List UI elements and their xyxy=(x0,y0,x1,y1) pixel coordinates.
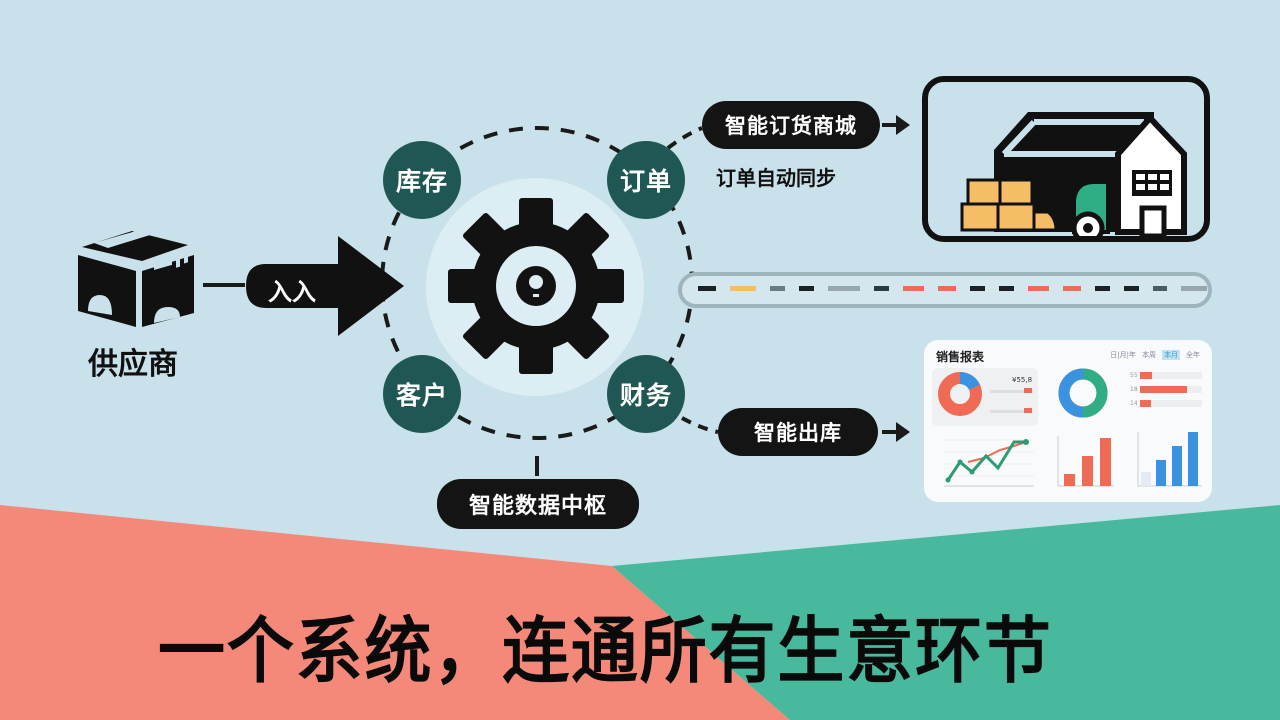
hub-node-customers[interactable]: 客户 xyxy=(383,355,461,433)
input-arrow-label: 入入 xyxy=(268,278,316,306)
data-stream-segment xyxy=(874,286,889,291)
donut-chart-2 xyxy=(1058,368,1108,418)
shop-box-icon xyxy=(78,231,194,327)
hbar-chart: 55 18 14 xyxy=(1130,372,1202,407)
mall-pill[interactable]: 智能订货商城 xyxy=(702,101,880,149)
supplier-block: 供应商 xyxy=(74,225,198,382)
hbar-label: 55 xyxy=(1130,372,1138,379)
dashboard-tab-active[interactable]: 本月 xyxy=(1162,350,1180,360)
data-hub-pill[interactable]: 智能数据中枢 xyxy=(437,479,639,529)
data-stream-segment xyxy=(1153,286,1167,291)
dashboard-tabs: 日|月|年 本周 本月 全年 xyxy=(1110,350,1200,360)
hub-node-orders[interactable]: 订单 xyxy=(607,141,685,219)
hub-node-inventory[interactable]: 库存 xyxy=(383,141,461,219)
line-chart xyxy=(944,439,1034,487)
dashboard-tab[interactable]: 全年 xyxy=(1186,351,1200,359)
mall-sub-label: 订单自动同步 xyxy=(716,166,836,190)
data-stream-segment xyxy=(828,286,860,291)
warehouse-delivery-icon xyxy=(960,112,1187,236)
hbar-label: 18 xyxy=(1130,386,1138,393)
gear-icon xyxy=(448,198,624,374)
data-stream-segment xyxy=(698,286,716,291)
data-stream-segment xyxy=(903,286,924,291)
data-stream-segments xyxy=(698,286,1207,291)
data-stream-segment xyxy=(999,286,1014,291)
kpi-badge xyxy=(1024,388,1032,393)
data-stream-segment xyxy=(1028,286,1049,291)
headline: 一个系统，连通所有生意环节 xyxy=(158,609,1053,693)
dashboard-tab[interactable]: 日|月|年 xyxy=(1110,351,1136,359)
outbound-pill[interactable]: 智能出库 xyxy=(718,408,878,456)
dashboard-card: 销售报表 日|月|年 本周 本月 全年 ¥55,8 55 18 14 xyxy=(924,340,1212,502)
data-stream-bar xyxy=(678,272,1212,308)
kpi-line xyxy=(990,390,1030,393)
input-arrow: 入入 xyxy=(246,236,404,336)
data-stream-segment xyxy=(1124,286,1139,291)
donut-chart-1 xyxy=(938,372,982,416)
data-stream-segment xyxy=(1063,286,1081,291)
kpi-value: ¥55,8 xyxy=(1012,376,1033,384)
data-stream-segment xyxy=(938,286,956,291)
hbar-label: 14 xyxy=(1130,400,1138,407)
supplier-label: 供应商 xyxy=(88,347,178,382)
hub-node-finance[interactable]: 财务 xyxy=(607,355,685,433)
data-stream-segment xyxy=(799,286,814,291)
bar-chart-blue xyxy=(1137,432,1202,487)
data-stream-segment xyxy=(970,286,985,291)
kpi-badge xyxy=(1024,408,1032,413)
bar-chart-red xyxy=(1057,436,1114,487)
arrow-right-icon xyxy=(246,236,404,336)
data-stream-segment xyxy=(770,286,785,291)
warehouse-card xyxy=(922,76,1210,242)
data-stream-segment xyxy=(1095,286,1110,291)
data-stream-segment xyxy=(1181,286,1207,291)
dashboard-tab[interactable]: 本周 xyxy=(1142,351,1156,359)
data-stream-segment xyxy=(730,286,756,291)
dashboard-title: 销售报表 xyxy=(936,350,985,364)
kpi-line xyxy=(990,410,1030,413)
